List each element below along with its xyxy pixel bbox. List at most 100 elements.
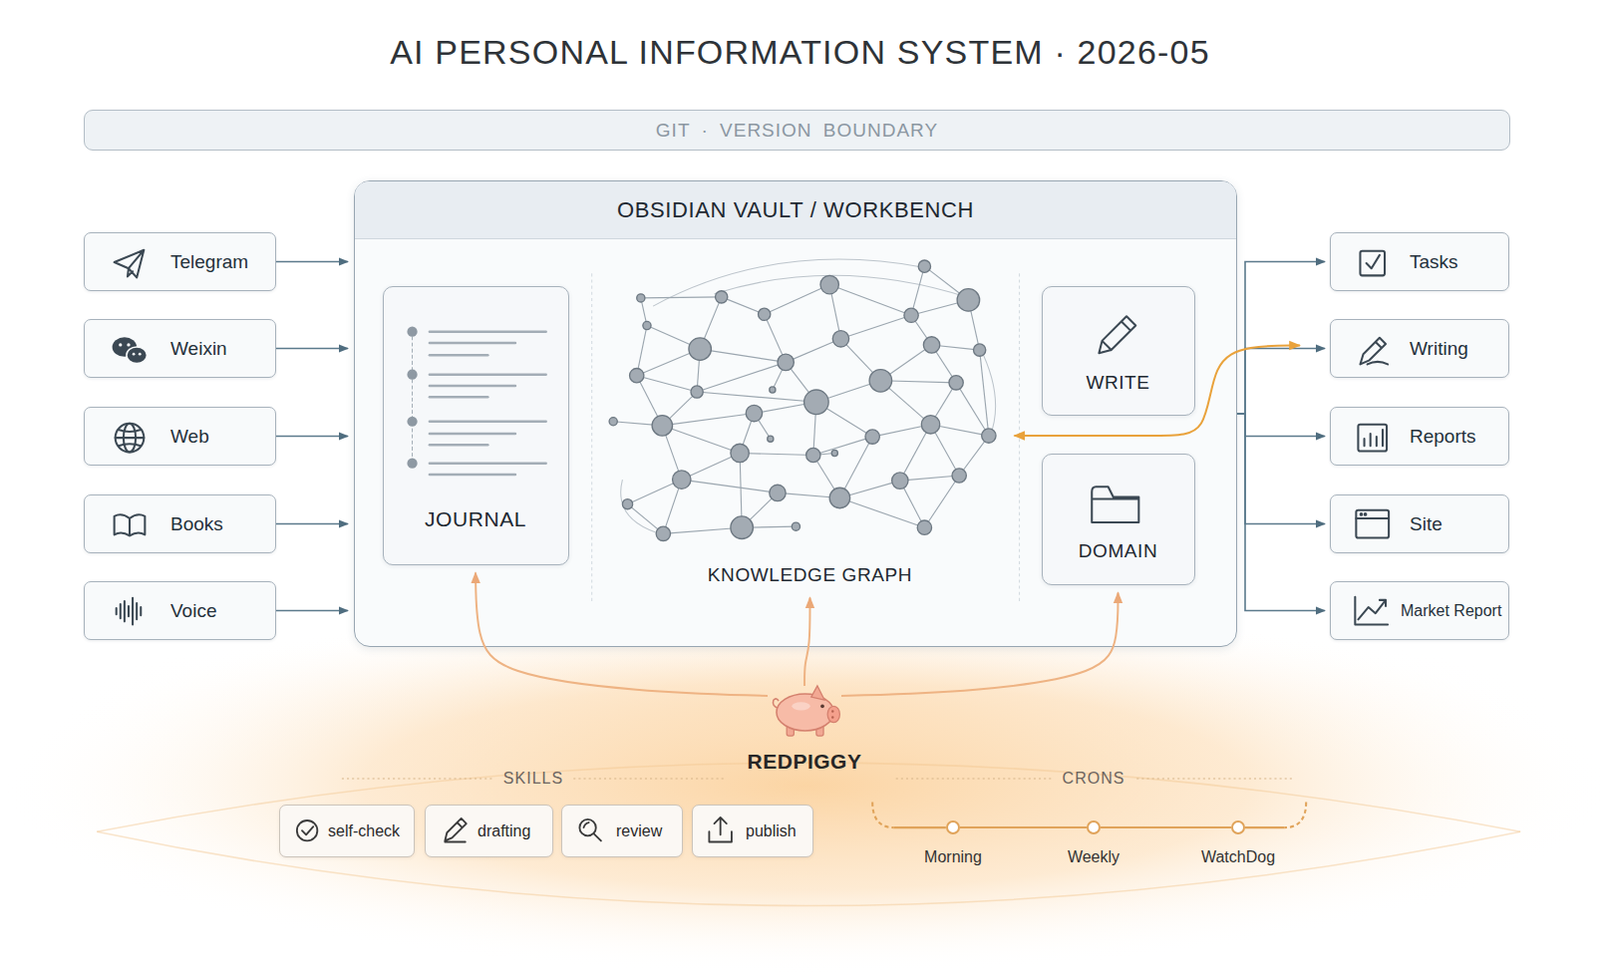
- graph-link: [637, 375, 663, 426]
- graph-link: [696, 361, 786, 392]
- section-label: SKILLS: [503, 769, 564, 788]
- node-label: Market Report: [1400, 602, 1502, 621]
- graph-link: [628, 479, 682, 505]
- graph-link: [900, 475, 960, 481]
- output-box: Tasks: [1329, 232, 1510, 292]
- source-box: Books: [83, 494, 277, 554]
- module-icon: [1091, 316, 1139, 523]
- graph-dot: [820, 275, 839, 294]
- graph-link: [839, 436, 873, 498]
- graph-link: [813, 452, 835, 455]
- node-label: GIT · VERSION BOUNDARY: [655, 119, 939, 142]
- node-label: REDPIGGY: [747, 749, 863, 774]
- weixin-icon: [112, 336, 148, 363]
- graph-link: [840, 338, 881, 381]
- graph-link: [640, 298, 647, 326]
- skill-icon: [444, 818, 466, 843]
- flow-arrow: [276, 435, 348, 438]
- journal-lines: [429, 384, 516, 388]
- graph-area: KNOWLEDGE GRAPH: [602, 245, 1019, 593]
- section-rule: [573, 777, 727, 779]
- graph-link: [741, 492, 778, 528]
- graph-link: [764, 285, 831, 316]
- graph-link: [911, 315, 932, 345]
- node-label: Weixin: [170, 337, 228, 360]
- flow-arrow: [1014, 345, 1301, 437]
- graph-link: [931, 424, 989, 436]
- graph-illustration: [609, 259, 996, 541]
- node-label: self-check: [327, 822, 400, 841]
- art-layer: [112, 250, 1390, 843]
- node-label: WatchDog: [1201, 848, 1276, 867]
- graph-link: [900, 424, 932, 481]
- graph-link: [979, 349, 989, 436]
- output-icon: [1355, 510, 1389, 539]
- graph-arc: [621, 259, 996, 535]
- weixin-icon: [126, 346, 147, 363]
- journal-panel: JOURNAL: [382, 286, 570, 566]
- section-rule: [1136, 777, 1294, 779]
- graph-link: [924, 475, 960, 528]
- graph-dot: [730, 443, 749, 462]
- journal-lines: [429, 341, 516, 345]
- flow-arrow: [276, 347, 348, 350]
- pig-mascot: [820, 703, 825, 708]
- flow-arrow: [276, 261, 348, 264]
- source-box: Telegram: [83, 232, 277, 292]
- graph-link: [959, 435, 989, 476]
- pig-mascot: [811, 685, 825, 700]
- journal-lines: [429, 419, 547, 423]
- graph-dot: [829, 487, 850, 508]
- output-icon: [1355, 517, 1389, 520]
- graph-link: [816, 401, 873, 437]
- graph-link: [872, 424, 931, 437]
- graph-link: [696, 391, 817, 402]
- graph-dot: [957, 289, 980, 313]
- version-band: GIT · VERSION BOUNDARY: [83, 109, 1511, 151]
- pig-mascot: [827, 705, 840, 722]
- node-label: drafting: [477, 822, 531, 841]
- flow-arrow: [1237, 413, 1325, 612]
- weixin-icon: [118, 342, 122, 346]
- graph-link: [777, 492, 840, 498]
- graph-dot: [715, 291, 728, 304]
- source-icon: [116, 598, 142, 626]
- vault-divider: [591, 273, 593, 605]
- graph-dot: [973, 343, 986, 356]
- node-label: Books: [170, 513, 224, 536]
- diagram-title: AI PERSONAL INFORMATION SYSTEM · 2026-05: [0, 32, 1600, 72]
- journal-lines: [429, 461, 547, 465]
- output-icon: [1359, 337, 1388, 365]
- graph-link: [931, 382, 958, 425]
- graph-link: [739, 413, 754, 454]
- flow-arrow: [1237, 413, 1325, 525]
- source-icon: [114, 250, 146, 626]
- source-icon: [118, 429, 142, 446]
- graph-link: [699, 297, 721, 349]
- node-label: Web: [170, 425, 210, 448]
- source-icon: [114, 514, 146, 536]
- graph-link: [753, 401, 816, 413]
- weixin-icon: [138, 352, 142, 356]
- journal-bullet: [406, 416, 417, 427]
- graph-dot: [609, 417, 618, 426]
- cron-bracket: [872, 802, 894, 829]
- skill-icon: [708, 817, 732, 843]
- graph-link: [839, 498, 925, 529]
- skill-icon: [579, 819, 596, 836]
- source-box: Voice: [83, 581, 277, 640]
- graph-link: [646, 325, 700, 350]
- graph-dot: [952, 468, 966, 483]
- section-rule: [896, 777, 1052, 779]
- node-label: Morning: [924, 848, 982, 867]
- weixin-icon: [126, 342, 130, 346]
- skill-icon: [297, 820, 318, 841]
- cron-marker: Weekly: [1043, 820, 1144, 873]
- graph-link: [661, 425, 740, 454]
- source-icon: [123, 423, 136, 453]
- graph-link: [637, 375, 697, 392]
- graph-link: [785, 361, 817, 402]
- graph-dot: [804, 389, 830, 415]
- output-box: Site: [1329, 494, 1510, 554]
- module-icon: [1091, 486, 1139, 523]
